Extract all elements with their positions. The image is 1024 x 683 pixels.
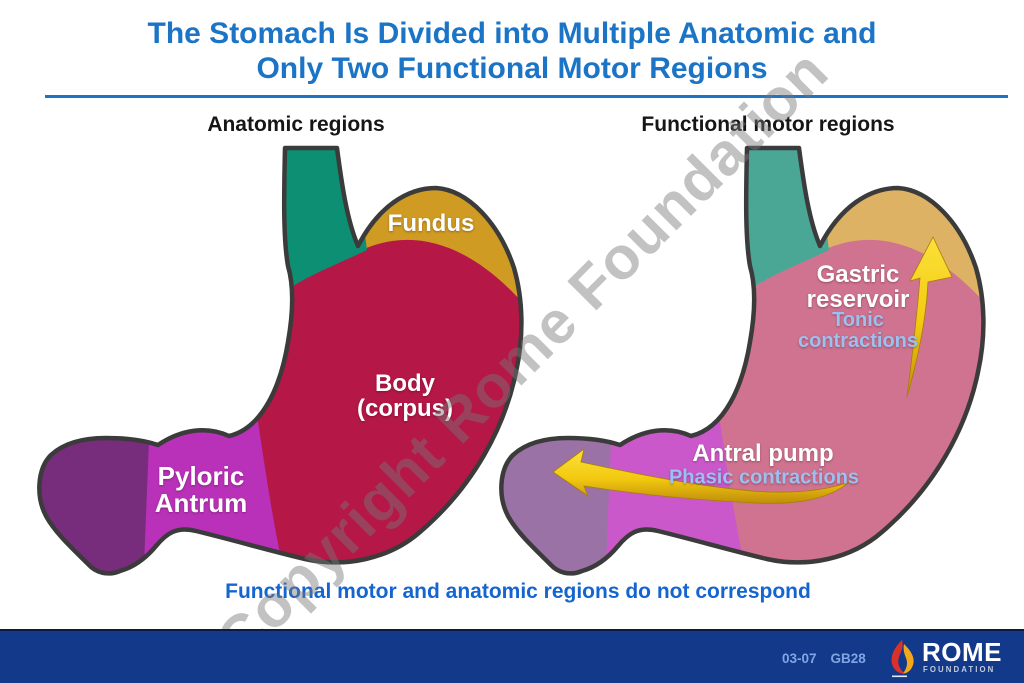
- tonic-label-line1: Tonic: [832, 309, 884, 331]
- title-divider-rule: [45, 95, 1008, 98]
- functional-stomach: [474, 134, 996, 590]
- slide-code-id: GB28: [830, 651, 866, 666]
- heading-anatomic-regions: Anatomic regions: [207, 113, 385, 136]
- logo-foundation-text: FOUNDATION: [923, 665, 996, 674]
- bottom-caption: Functional motor and anatomic regions do…: [225, 580, 811, 603]
- antral-pump-label: Antral pump: [692, 440, 834, 467]
- phasic-contractions-left-arrow: [552, 448, 850, 504]
- footer-bar: 03-07 GB28 ROME FOUNDATION: [0, 629, 1024, 683]
- anatomic-antrum-region: [128, 408, 284, 572]
- reservoir-label-line1: Gastric: [816, 261, 900, 288]
- pyloric-antrum-label: Pyloric Antrum: [155, 463, 247, 517]
- heading-functional-regions: Functional motor regions: [641, 113, 895, 136]
- antrum-label-line1: Pyloric: [157, 461, 245, 491]
- anatomic-stomach: [12, 134, 534, 590]
- reservoir-label-line2: reservoir: [806, 286, 910, 313]
- body-corpus-label: Body (corpus): [357, 371, 453, 421]
- rome-foundation-logo: ROME FOUNDATION: [888, 637, 1018, 679]
- body-label-line2: (corpus): [357, 395, 453, 422]
- tonic-label-line2: contractions: [797, 330, 919, 352]
- gastric-reservoir-label: Gastric reservoir: [807, 262, 910, 312]
- antrum-label-line2: Antrum: [154, 488, 248, 518]
- slide-title-line2: Only Two Functional Motor Regions: [256, 52, 768, 85]
- logo-rome-text: ROME: [922, 637, 1002, 667]
- fundus-label: Fundus: [387, 210, 475, 237]
- tonic-contractions-label: Tonic contractions: [798, 310, 918, 352]
- slide-code: 03-07 GB28: [782, 651, 866, 666]
- slide-code-date: 03-07: [782, 651, 817, 666]
- slide-title: The Stomach Is Divided into Multiple Ana…: [0, 16, 1024, 86]
- tonic-contractions-up-arrow: [906, 236, 953, 398]
- phasic-contractions-label: Phasic contractions: [668, 466, 860, 489]
- flame-icon: [891, 640, 914, 678]
- slide-title-line1: The Stomach Is Divided into Multiple Ana…: [147, 17, 877, 50]
- body-label-line1: Body: [375, 370, 435, 397]
